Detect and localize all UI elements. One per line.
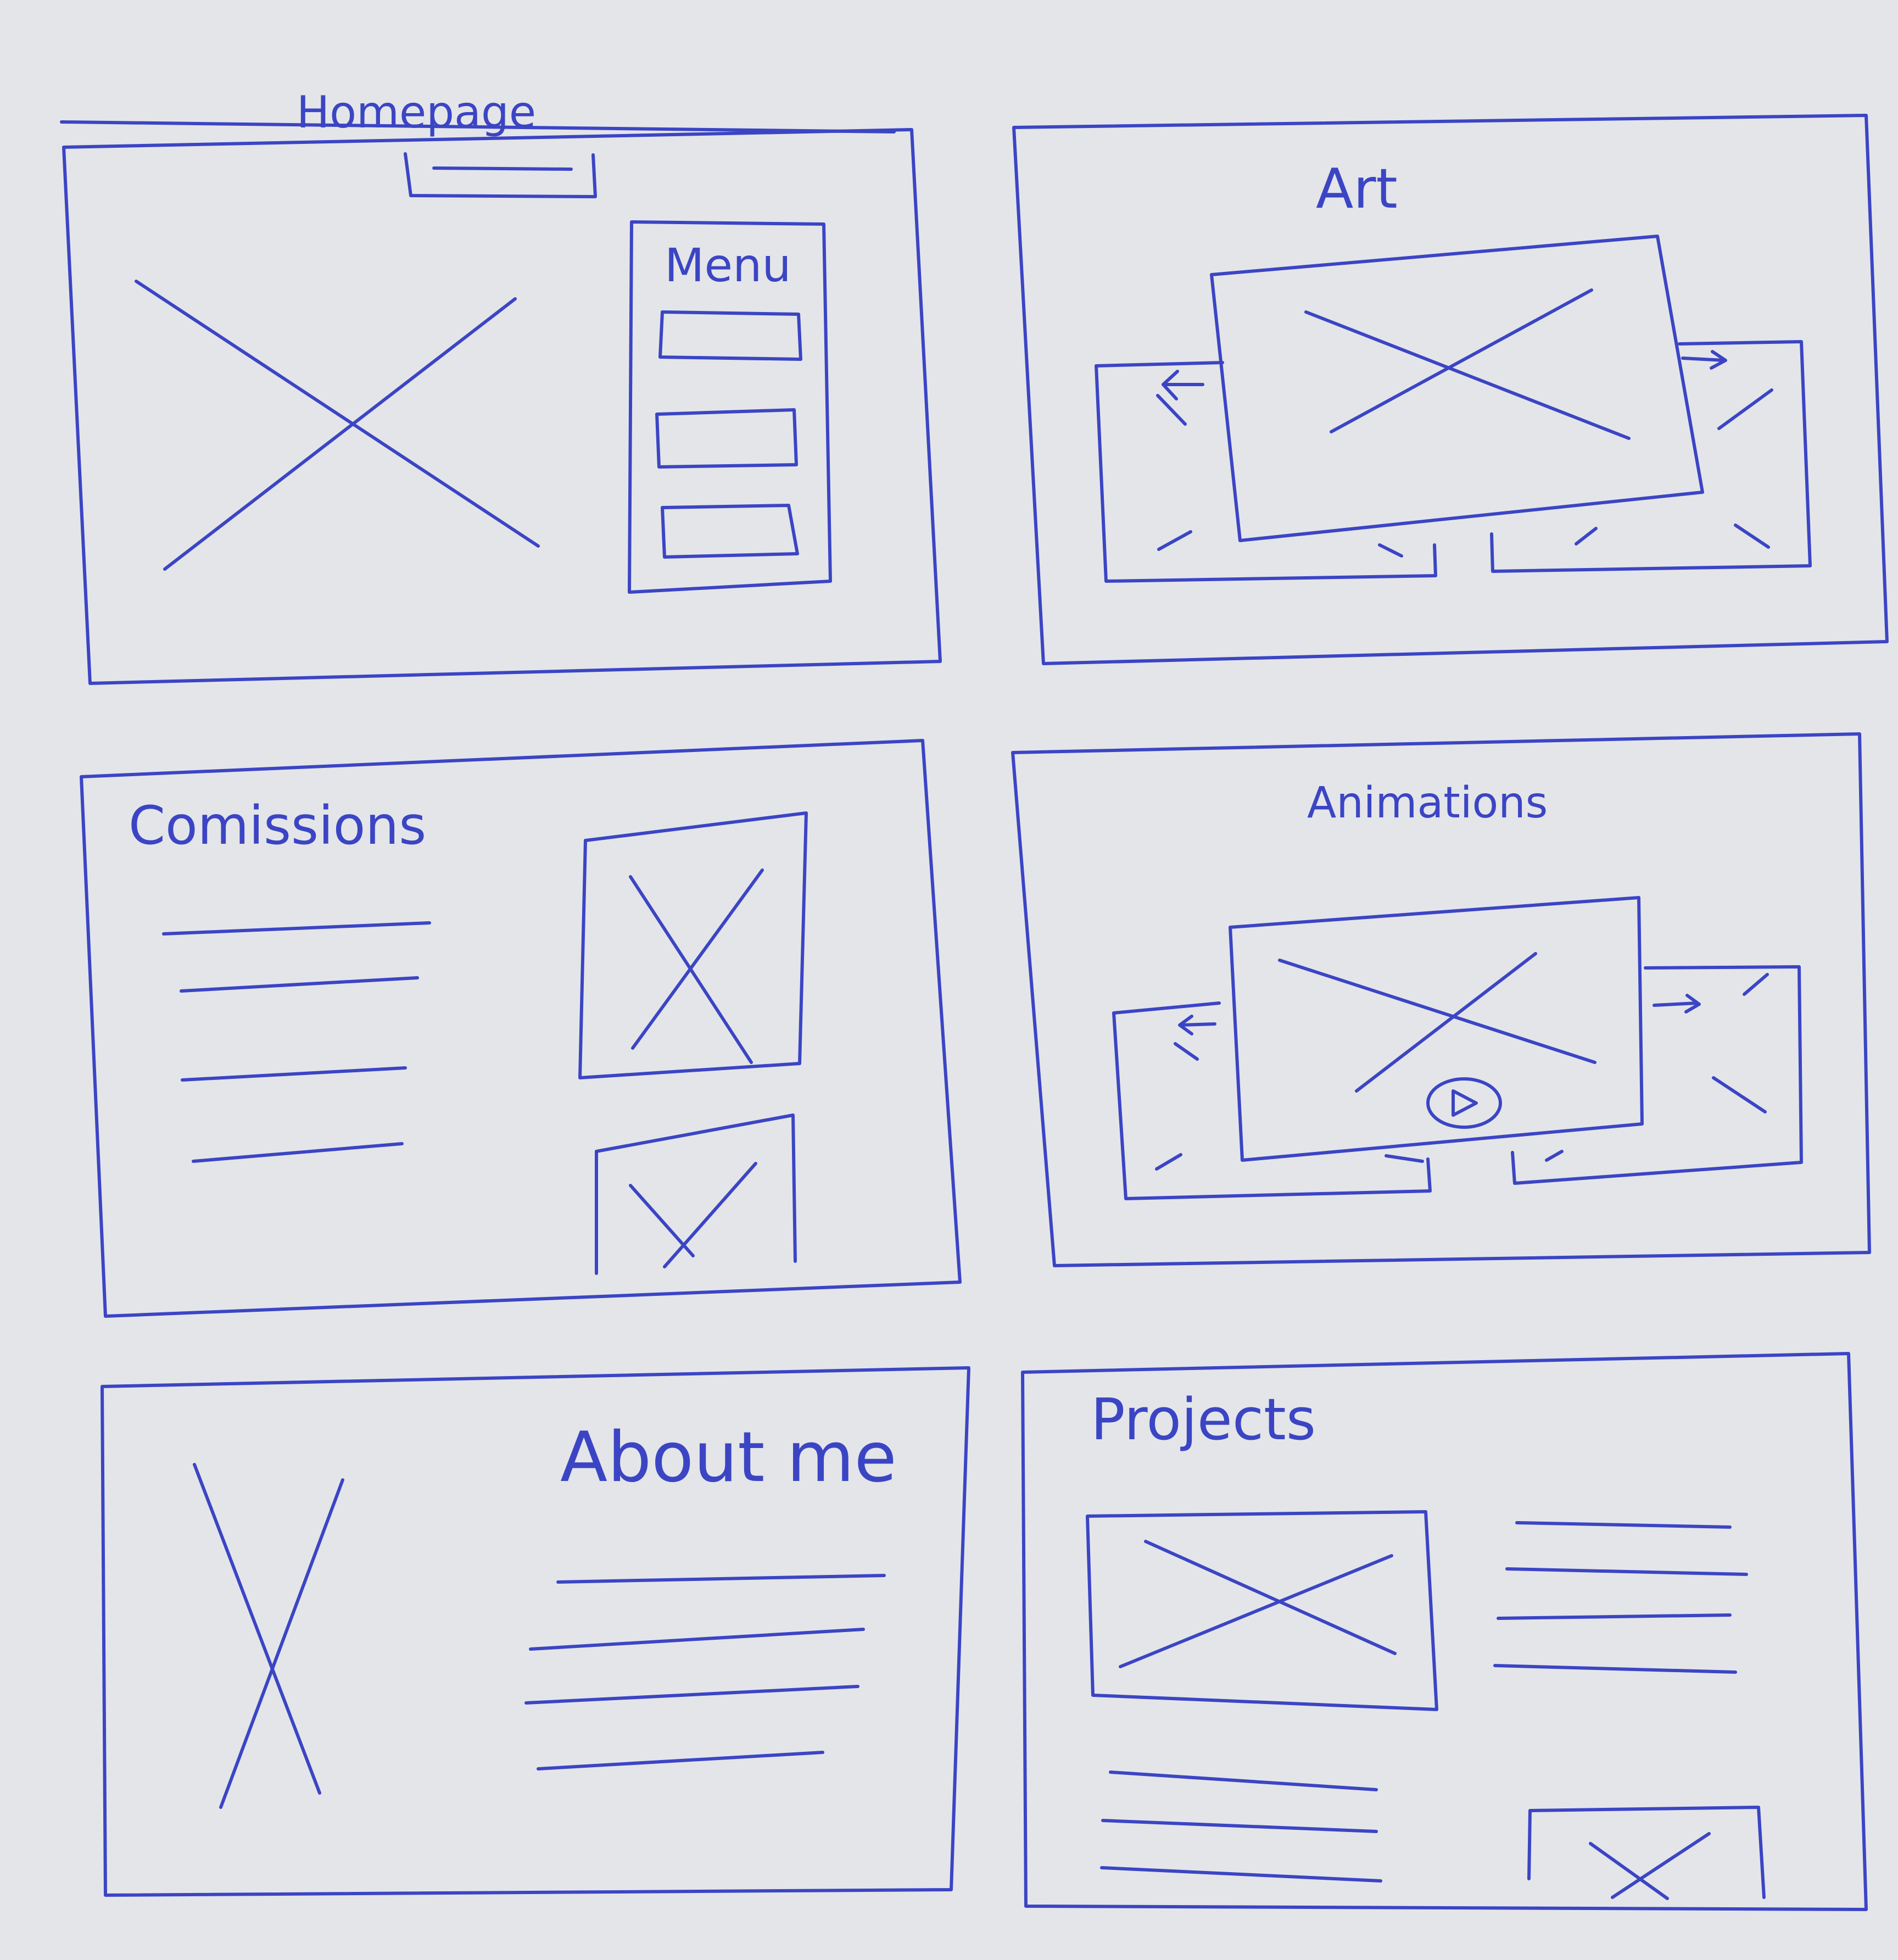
about-text-lines xyxy=(524,1574,886,1770)
projects-thumbnail-placeholder xyxy=(1527,1806,1766,1900)
homepage-top-rule xyxy=(60,120,896,133)
projects-screen xyxy=(1021,1352,1868,1911)
animations-carousel-right-card xyxy=(1511,965,1803,1185)
homepage-menu-panel xyxy=(628,220,832,594)
about-title: About me xyxy=(560,1417,897,1497)
art-title: Art xyxy=(1316,157,1398,221)
about-screen xyxy=(101,1366,970,1897)
animations-video-placeholder xyxy=(1229,896,1644,1162)
animations-screen xyxy=(1011,732,1871,1267)
art-screen xyxy=(1012,114,1889,665)
animations-title: Animations xyxy=(1307,778,1548,828)
commissions-frame xyxy=(80,739,962,1318)
homepage-menu-button-2[interactable] xyxy=(655,408,798,469)
homepage-menu-button-1[interactable] xyxy=(658,310,802,361)
projects-text-lines-bottom xyxy=(1100,1770,1382,1883)
homepage-title: Homepage xyxy=(297,87,536,138)
commissions-text-lines xyxy=(162,921,431,1163)
art-main-image-placeholder xyxy=(1210,235,1704,542)
commissions-title: Comissions xyxy=(129,795,426,856)
art-carousel-right-card xyxy=(1490,340,1812,573)
animations-carousel-left-card xyxy=(1112,1001,1432,1200)
projects-text-lines-right xyxy=(1493,1521,1748,1674)
homepage-screen xyxy=(60,120,942,685)
commissions-image-placeholder-2 xyxy=(595,1113,797,1275)
animations-frame xyxy=(1011,732,1871,1267)
commissions-image-placeholder-1 xyxy=(578,811,808,1079)
homepage-menu-label: Menu xyxy=(665,238,791,292)
about-frame xyxy=(101,1366,970,1897)
homepage-header-tab-line xyxy=(432,166,573,171)
homepage-menu-button-3[interactable] xyxy=(661,504,799,559)
homepage-frame xyxy=(62,128,942,685)
art-frame xyxy=(1012,114,1889,665)
projects-title: Projects xyxy=(1091,1386,1316,1453)
homepage-hero-image-placeholder xyxy=(135,280,540,571)
play-icon[interactable] xyxy=(1426,1077,1502,1129)
art-carousel-left-card xyxy=(1095,361,1437,583)
commissions-screen xyxy=(80,739,962,1318)
about-portrait-placeholder xyxy=(193,1463,344,1809)
projects-image-placeholder xyxy=(1086,1510,1438,1711)
projects-frame xyxy=(1021,1352,1868,1911)
homepage-header-tab xyxy=(404,152,597,198)
